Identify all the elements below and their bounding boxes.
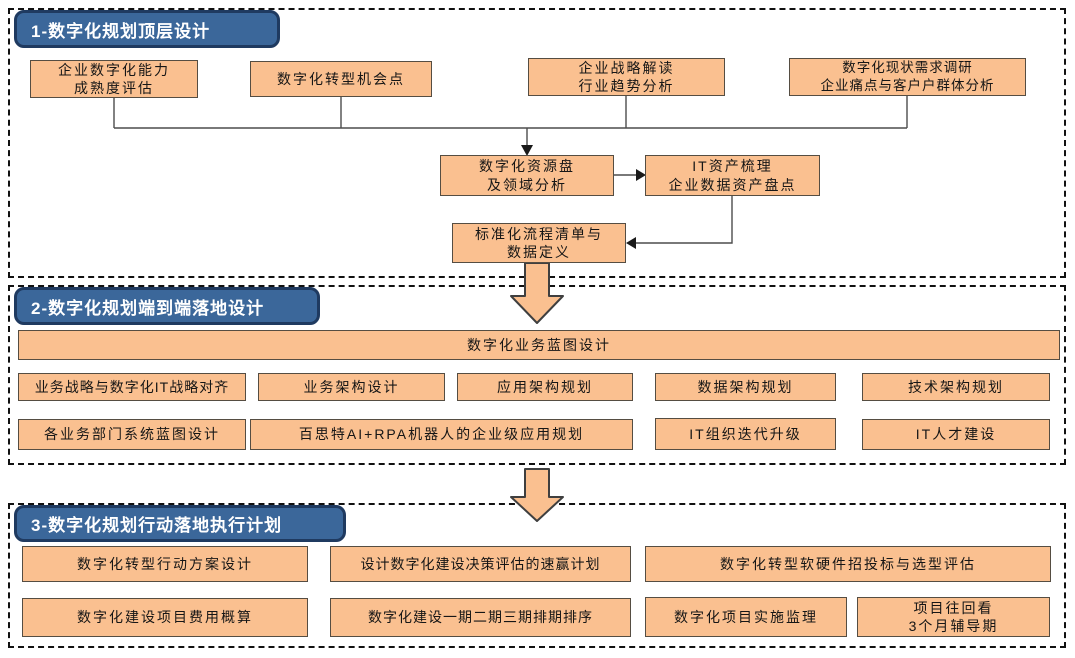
section1-title-label: 1-数字化规划顶层设计 (31, 21, 211, 41)
box-it-talent: IT人才建设 (862, 419, 1050, 450)
box-text: 数字化转型机会点 (277, 70, 405, 87)
box-status-survey: 数字化现状需求调研 企业痛点与客户户群体分析 (789, 58, 1026, 96)
section2-title-label: 2-数字化规划端到端落地设计 (31, 298, 265, 318)
box-text: 行业趋势分析 (578, 78, 675, 94)
section1-title: 1-数字化规划顶层设计 (14, 10, 280, 48)
box-bidding-selection: 数字化转型软硬件招投标与选型评估 (645, 546, 1051, 582)
box-text: 应用架构规划 (497, 378, 593, 395)
box-text: 设计数字化建设决策评估的速赢计划 (360, 555, 601, 572)
box-transformation-opportunity: 数字化转型机会点 (250, 61, 432, 97)
box-strategy-alignment: 业务战略与数字化IT战略对齐 (18, 373, 246, 401)
box-department-blueprint: 各业务部门系统蓝图设计 (18, 419, 246, 450)
box-quick-win-plan: 设计数字化建设决策评估的速赢计划 (330, 546, 631, 582)
box-text: 成熟度评估 (74, 80, 154, 96)
block-arrow-down-2 (510, 468, 564, 522)
box-phase-scheduling: 数字化建设一期二期三期排期排序 (330, 598, 631, 637)
arrowhead-left-icon (626, 237, 636, 249)
box-data-architecture: 数据架构规划 (655, 373, 836, 401)
box-text: IT资产梳理 (692, 158, 773, 175)
box-text: 数字化业务蓝图设计 (467, 336, 611, 353)
box-project-cost-estimate: 数字化建设项目费用概算 (22, 598, 308, 637)
box-text: 百思特AI+RPA机器人的企业级应用规划 (298, 426, 585, 443)
arrowhead-down-icon (521, 145, 533, 156)
box-text: 各业务部门系统蓝图设计 (44, 426, 220, 443)
box-text: 数字化现状需求调研 (842, 60, 973, 76)
box-implementation-supervision: 数字化项目实施监理 (645, 597, 847, 637)
box-strategy-interpretation: 企业战略解读 行业趋势分析 (528, 58, 725, 96)
box-text: 企业数据资产盘点 (668, 176, 797, 193)
box-text: 数字化资源盘 (479, 158, 575, 175)
box-text: 数据定义 (507, 244, 571, 260)
box-text: 数字化转型行动方案设计 (77, 555, 253, 572)
box-text: 项目往回看 (913, 599, 994, 616)
box-text: 业务战略与数字化IT战略对齐 (34, 378, 230, 395)
connector-elbow-line (636, 196, 733, 244)
box-text: 企业战略解读 (578, 59, 675, 76)
arrowhead-right-icon (636, 169, 646, 181)
box-it-org-upgrade: IT组织迭代升级 (655, 418, 836, 450)
box-text: 数字化建设一期二期三期排期排序 (368, 609, 593, 626)
block-arrow-down-1 (510, 262, 564, 324)
box-text: 数字化转型软硬件招投标与选型评估 (720, 555, 976, 572)
box-business-blueprint-bar: 数字化业务蓝图设计 (18, 330, 1060, 360)
box-text: 数字化项目实施监理 (674, 608, 818, 625)
box-it-asset: IT资产梳理 企业数据资产盘点 (645, 155, 820, 196)
box-standard-process: 标准化流程清单与 数据定义 (452, 223, 626, 263)
section2-title: 2-数字化规划端到端落地设计 (14, 287, 320, 325)
box-action-plan-design: 数字化转型行动方案设计 (22, 546, 308, 582)
box-text: 3个月辅导期 (908, 618, 999, 634)
box-application-architecture: 应用架构规划 (457, 373, 633, 401)
box-digital-resource: 数字化资源盘 及领域分析 (440, 155, 614, 196)
box-project-review: 项目往回看 3个月辅导期 (857, 597, 1050, 637)
box-text: IT组织迭代升级 (689, 425, 802, 442)
section3-title-label: 3-数字化规划行动落地执行计划 (31, 516, 283, 535)
box-text: 企业痛点与客户户群体分析 (820, 78, 995, 93)
box-text: 技术架构规划 (908, 378, 1004, 395)
section3-title: 3-数字化规划行动落地执行计划 (14, 505, 346, 542)
box-technical-architecture: 技术架构规划 (862, 373, 1050, 401)
box-text: 及领域分析 (487, 176, 567, 193)
box-capability-maturity: 企业数字化能力 成熟度评估 (30, 60, 198, 98)
box-text: 数据架构规划 (697, 378, 794, 395)
box-text: IT人才建设 (915, 426, 997, 443)
box-business-architecture: 业务架构设计 (258, 373, 445, 401)
box-text: 标准化流程清单与 (475, 225, 603, 242)
box-text: 企业数字化能力 (58, 61, 170, 78)
box-text: 业务架构设计 (303, 378, 400, 395)
box-text: 数字化建设项目费用概算 (77, 609, 253, 626)
box-ai-rpa-planning: 百思特AI+RPA机器人的企业级应用规划 (250, 419, 633, 450)
